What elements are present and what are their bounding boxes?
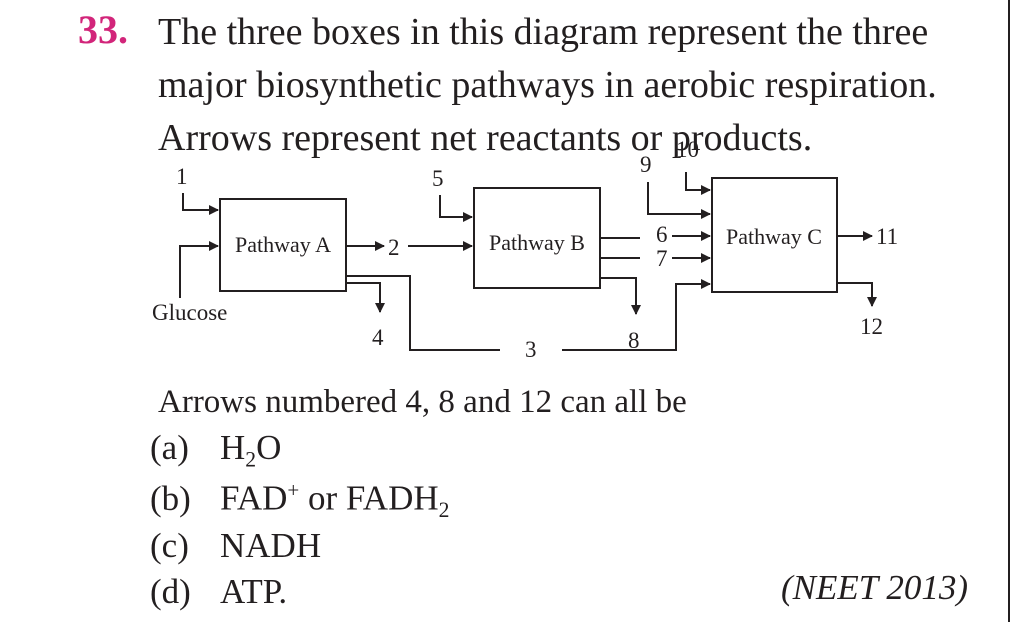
option-text: ATP. <box>220 572 288 611</box>
option-d[interactable]: (d) ATP. <box>150 572 287 612</box>
pathway-b-label: Pathway B <box>489 230 585 255</box>
label-11: 11 <box>876 224 898 249</box>
pathway-a-label: Pathway A <box>235 232 331 257</box>
option-label: (d) <box>150 572 191 611</box>
option-text: O <box>256 428 282 467</box>
stem-line: major biosynthetic pathways in aerobic r… <box>158 64 937 106</box>
arrow-3-left <box>346 275 500 351</box>
arrow-glucose <box>179 241 219 298</box>
option-label: (b) <box>150 478 191 518</box>
stem-line: Arrows represent net reactants or produc… <box>158 117 813 159</box>
arrow-4 <box>346 282 385 313</box>
stem-line: The three boxes in this diagram represen… <box>158 11 929 53</box>
option-subscript: 2 <box>245 447 257 472</box>
exam-source: (NEET 2013) <box>781 568 968 607</box>
pathway-c-label: Pathway C <box>726 224 822 249</box>
question-lead: Arrows numbered 4, 8 and 12 can all be <box>158 384 687 420</box>
option-c[interactable]: (c) NADH <box>150 526 321 566</box>
label-4: 4 <box>372 325 384 350</box>
option-text: H <box>220 428 246 467</box>
option-label: (a) <box>150 428 189 467</box>
label-glucose: Glucose <box>152 300 227 325</box>
option-b[interactable]: (b) FAD+ or FADH2 <box>150 478 449 523</box>
option-superscript: + <box>287 478 300 502</box>
label-1: 1 <box>176 164 188 189</box>
arrow-10 <box>685 172 711 195</box>
arrow-8 <box>600 277 641 315</box>
arrow-9 <box>647 182 711 219</box>
label-10: 10 <box>676 137 699 162</box>
arrow-5 <box>439 195 473 222</box>
option-subscript: 2 <box>438 498 450 523</box>
label-5: 5 <box>432 166 444 191</box>
question-stem: The three boxes in this diagram represen… <box>158 6 978 165</box>
right-border <box>1008 0 1010 622</box>
label-7: 7 <box>656 246 668 271</box>
label-8: 8 <box>628 328 640 353</box>
option-text: or FADH <box>299 478 439 518</box>
question-number: 33. <box>78 7 128 52</box>
arrow-12 <box>837 282 877 307</box>
option-a[interactable]: (a) H2O <box>150 428 281 473</box>
label-12: 12 <box>860 314 883 339</box>
label-3: 3 <box>525 337 537 362</box>
label-2: 2 <box>388 235 400 260</box>
arrow-3-right <box>562 279 711 351</box>
arrow-1 <box>182 193 219 215</box>
option-text: NADH <box>220 526 322 565</box>
option-text: FAD <box>220 478 288 518</box>
option-label: (c) <box>150 526 189 565</box>
label-6: 6 <box>656 222 668 247</box>
label-9: 9 <box>640 152 652 177</box>
